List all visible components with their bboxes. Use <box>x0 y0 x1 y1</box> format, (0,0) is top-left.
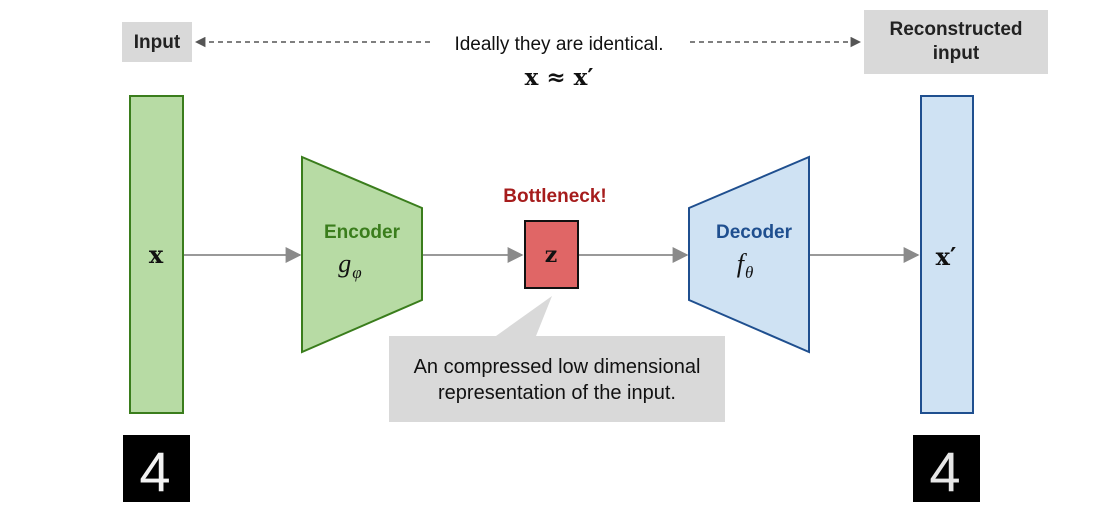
encoder-title: Encoder <box>324 222 401 243</box>
ideal-equation: x ≈ x′ <box>525 64 594 91</box>
input-vector-bar <box>129 95 184 414</box>
callout-box <box>389 336 725 422</box>
encoder-block <box>301 155 423 354</box>
input-digit-glyph: 4 <box>139 440 170 503</box>
encoder-symbol: gφ <box>338 249 361 282</box>
callout-pointer <box>496 296 552 336</box>
bottleneck-title: Bottleneck! <box>503 186 606 207</box>
reconstructed-label-line2: input <box>933 43 980 64</box>
ideal-caption: Ideally they are identical. <box>454 34 663 55</box>
reconstructed-label-box: Reconstructed input <box>864 10 1048 74</box>
output-digit-glyph: 4 <box>929 440 960 503</box>
decoder-title: Decoder <box>716 222 793 243</box>
callout-line2: representation of the input. <box>438 382 676 404</box>
output-vector-symbol: x′ <box>936 242 957 271</box>
input-vector-symbol: x <box>149 240 164 269</box>
decoder-block <box>688 155 810 354</box>
reconstructed-label-line1: Reconstructed <box>889 19 1022 40</box>
input-digit-image <box>123 435 190 502</box>
bottleneck-z-symbol: z <box>545 242 558 268</box>
input-label-box: Input <box>122 22 192 62</box>
callout-line1: An compressed low dimensional <box>414 356 701 378</box>
bottleneck-z-box <box>524 220 579 289</box>
output-digit-image <box>913 435 980 502</box>
input-label: Input <box>134 32 181 53</box>
output-vector-bar <box>920 95 974 414</box>
decoder-symbol: fθ <box>737 249 754 282</box>
